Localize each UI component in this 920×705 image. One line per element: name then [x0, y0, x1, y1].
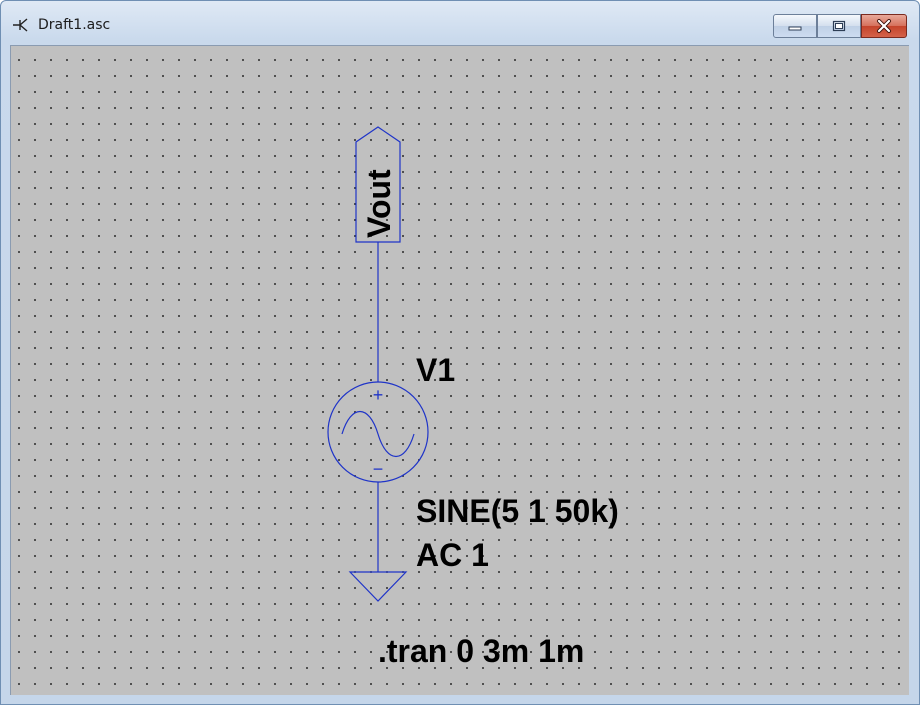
source-value[interactable]: SINE(5 1 50k) — [416, 493, 619, 529]
ground-symbol[interactable] — [348, 571, 408, 602]
window-title: Draft1.asc — [38, 17, 111, 33]
voltage-source-v1[interactable]: + − — [327, 381, 429, 483]
schematic-canvas[interactable]: Vout + − V1 SINE(5 1 50k) AC 1 .tran 0 3… — [10, 45, 909, 695]
close-button[interactable] — [861, 14, 907, 38]
schematic-app-icon — [13, 18, 28, 32]
maximize-button[interactable] — [817, 14, 861, 38]
component-name-v1[interactable]: V1 — [416, 352, 455, 388]
schematic-drawing: Vout + − V1 SINE(5 1 50k) AC 1 .tran 0 3… — [327, 126, 619, 669]
net-label-flag[interactable] — [355, 126, 401, 243]
plus-sign: + — [373, 385, 384, 405]
minimize-button[interactable] — [773, 14, 817, 38]
close-icon — [877, 19, 891, 33]
minimize-icon — [788, 26, 802, 31]
net-label-vout[interactable]: Vout — [361, 169, 397, 238]
spice-directive[interactable]: .tran 0 3m 1m — [378, 633, 584, 669]
maximize-icon — [832, 20, 846, 32]
ac-value[interactable]: AC 1 — [416, 537, 489, 573]
title-bar[interactable]: Draft1.asc — [1, 1, 919, 45]
sine-wave-icon — [341, 411, 415, 457]
minus-sign: − — [373, 459, 384, 479]
